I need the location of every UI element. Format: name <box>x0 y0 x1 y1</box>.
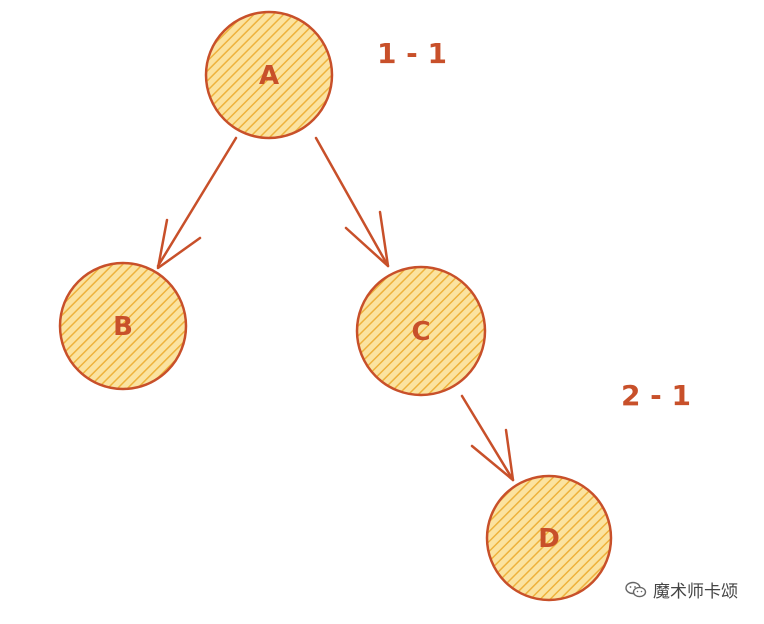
watermark: 魔术师卡颂 <box>625 577 738 602</box>
node-a: A <box>204 10 334 140</box>
watermark-text: 魔术师卡颂 <box>653 582 738 602</box>
node-a-label: A <box>259 61 279 91</box>
annotation-middle: 2 - 1 <box>621 379 691 412</box>
node-d: D <box>485 474 613 602</box>
node-b-label: B <box>113 312 133 342</box>
node-d-label: D <box>538 524 560 554</box>
annotation-top: 1 - 1 <box>377 37 447 70</box>
node-b: B <box>58 261 188 391</box>
edge-c-d <box>460 394 515 482</box>
wechat-icon <box>625 581 647 599</box>
node-c: C <box>355 265 487 397</box>
edge-a-b <box>156 136 238 270</box>
edge-a-c <box>314 136 390 268</box>
node-c-label: C <box>411 317 430 347</box>
